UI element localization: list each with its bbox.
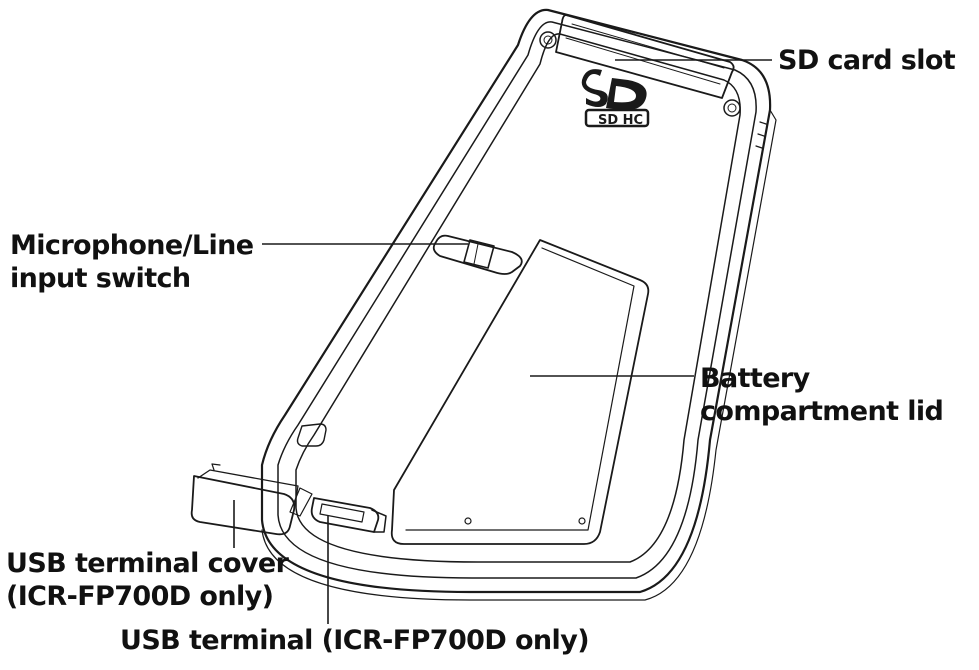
mic-line-switch: [434, 236, 522, 274]
device-inner-rim: [278, 22, 756, 578]
sdhc-logo-text: SD HC: [598, 113, 643, 128]
label-usb-cover-line1: USB terminal cover: [6, 547, 288, 580]
label-battery-line2: compartment lid: [700, 395, 943, 428]
battery-compartment-lid: [392, 240, 649, 544]
label-sd-card-slot: SD card slot: [778, 44, 955, 77]
sdhc-logo: SD HC: [582, 69, 648, 128]
usb-terminal: [290, 488, 386, 532]
label-mic-line-switch: Microphone/Line input switch: [10, 229, 253, 295]
screw-top-left: [540, 32, 556, 48]
label-mic-line-line2: input switch: [10, 262, 253, 295]
label-usb-terminal-text: USB terminal (ICR-FP700D only): [120, 624, 589, 657]
label-battery-line1: Battery: [700, 362, 943, 395]
usb-terminal-cover: [192, 464, 298, 534]
battery-lid-edge: [406, 248, 634, 530]
label-usb-terminal: USB terminal (ICR-FP700D only): [120, 624, 589, 657]
device-back-plate: [296, 34, 740, 562]
label-sd-card-slot-text: SD card slot: [778, 44, 955, 77]
device-outer-body: [262, 10, 770, 592]
label-usb-cover-line2: (ICR-FP700D only): [6, 580, 288, 613]
label-battery-lid: Battery compartment lid: [700, 362, 943, 428]
screw-top-right: [724, 100, 740, 116]
reset-button: [298, 424, 327, 446]
label-mic-line-line1: Microphone/Line: [10, 229, 253, 262]
label-usb-cover: USB terminal cover (ICR-FP700D only): [6, 547, 288, 613]
